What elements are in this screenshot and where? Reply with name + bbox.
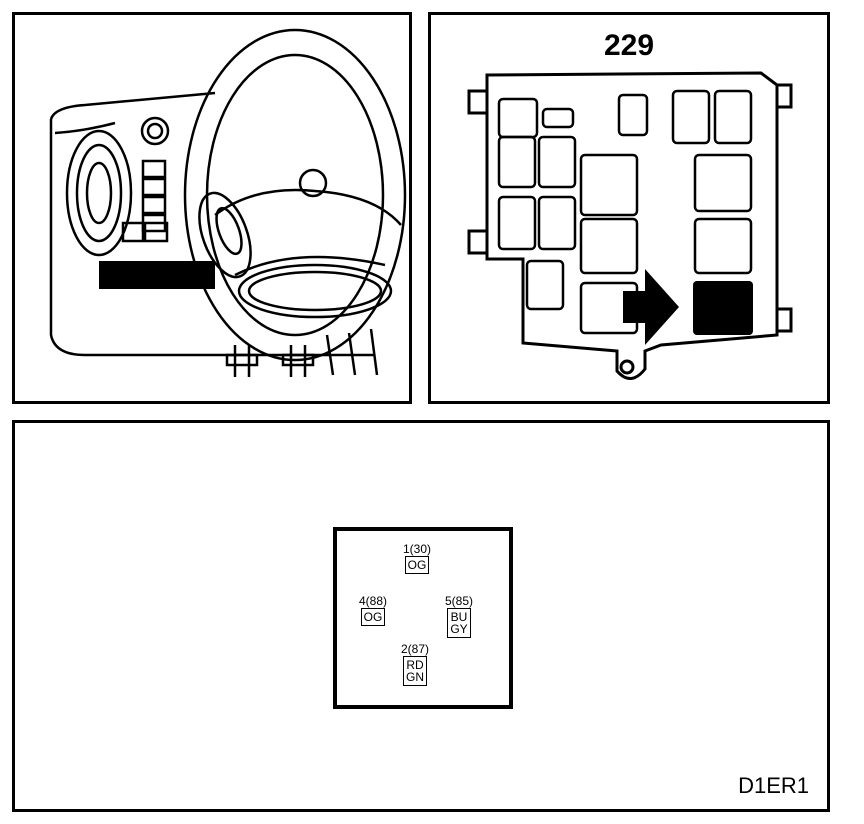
pin-color-box: RD GN bbox=[403, 656, 427, 686]
pin-color: GN bbox=[406, 670, 424, 684]
pin-color: OG bbox=[363, 610, 383, 624]
highlighted-relay bbox=[693, 281, 753, 335]
pin-color: GY bbox=[450, 622, 468, 636]
pin-number: 1(30) bbox=[403, 542, 432, 556]
pin-number: 4(88) bbox=[359, 594, 388, 608]
pin-color-box: BU GY bbox=[447, 608, 471, 638]
arrow-right-icon bbox=[623, 269, 679, 345]
pin-number: 5(85) bbox=[445, 594, 474, 608]
pin-2: 2(87) RD GN bbox=[401, 643, 429, 686]
pin-number: 2(87) bbox=[401, 642, 430, 656]
diagram-code: D1ER1 bbox=[738, 773, 809, 798]
highlighted-module bbox=[99, 261, 215, 289]
pin-color: BU bbox=[450, 610, 468, 624]
dashboard-illustration-panel bbox=[12, 12, 412, 404]
pin-color: OG bbox=[407, 558, 427, 572]
pin-1: 1(30) OG bbox=[403, 543, 431, 574]
pin-color-box: OG bbox=[404, 556, 430, 574]
pin-5: 5(85) BU GY bbox=[445, 595, 473, 638]
fuse-box-panel: 229 bbox=[428, 12, 830, 404]
fuse-box-number: 229 bbox=[603, 29, 655, 62]
pin-4: 4(88) OG bbox=[359, 595, 387, 626]
dashboard-drawing bbox=[49, 28, 407, 377]
pin-color-box: OG bbox=[360, 608, 386, 626]
pin-color: RD bbox=[406, 658, 424, 672]
fuse-box-drawing bbox=[467, 71, 793, 380]
connector-panel: 1(30) OG 4(88) OG 5(85) BU GY 2(87) RD G… bbox=[12, 420, 830, 812]
connector-face: 1(30) OG 4(88) OG 5(85) BU GY 2(87) RD G… bbox=[333, 527, 513, 709]
